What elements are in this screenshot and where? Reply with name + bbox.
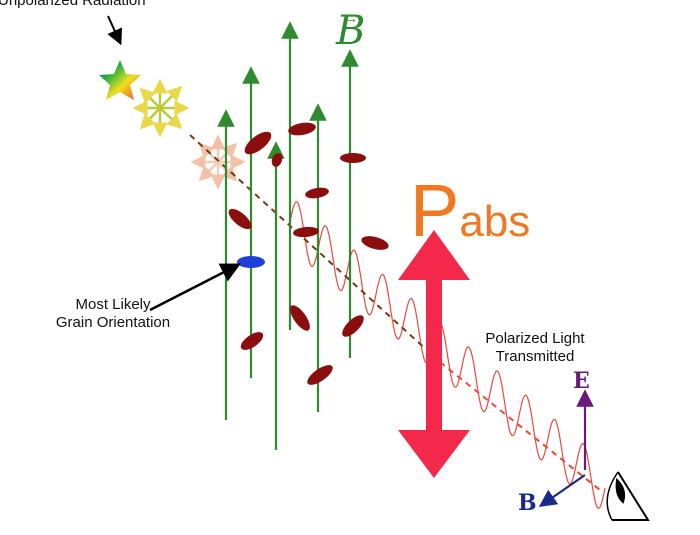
b-axis-arrow <box>546 475 585 502</box>
grain <box>241 128 275 159</box>
grain <box>304 186 329 200</box>
pointer-arrow-unpolarized <box>108 16 118 38</box>
grain-orientation-label: Most Likely Grain Orientation <box>28 296 198 332</box>
aligned-grain <box>237 256 265 268</box>
e-axis-label: E <box>573 368 590 394</box>
faded-burst-icon <box>198 142 238 182</box>
polarized-light-label: Polarized Light Transmitted <box>460 330 610 366</box>
b-axis-label: B <box>518 490 537 516</box>
grain <box>340 153 366 163</box>
grain <box>293 226 320 238</box>
magnetic-field-lines <box>226 30 350 450</box>
grain <box>270 152 284 169</box>
p-abs-label: Pabs <box>410 174 530 248</box>
grain <box>360 234 390 253</box>
grain <box>339 312 367 340</box>
star-icon <box>99 60 141 100</box>
line-of-sight-dark <box>190 135 440 362</box>
b-vector-arrow-icon: → <box>344 10 358 26</box>
grain <box>304 361 335 388</box>
eye-icon <box>607 472 648 520</box>
grain <box>287 121 317 138</box>
unpolarized-radiation-label: Unpolarized Radiation <box>0 0 146 9</box>
radiation-burst-icon <box>140 86 182 130</box>
